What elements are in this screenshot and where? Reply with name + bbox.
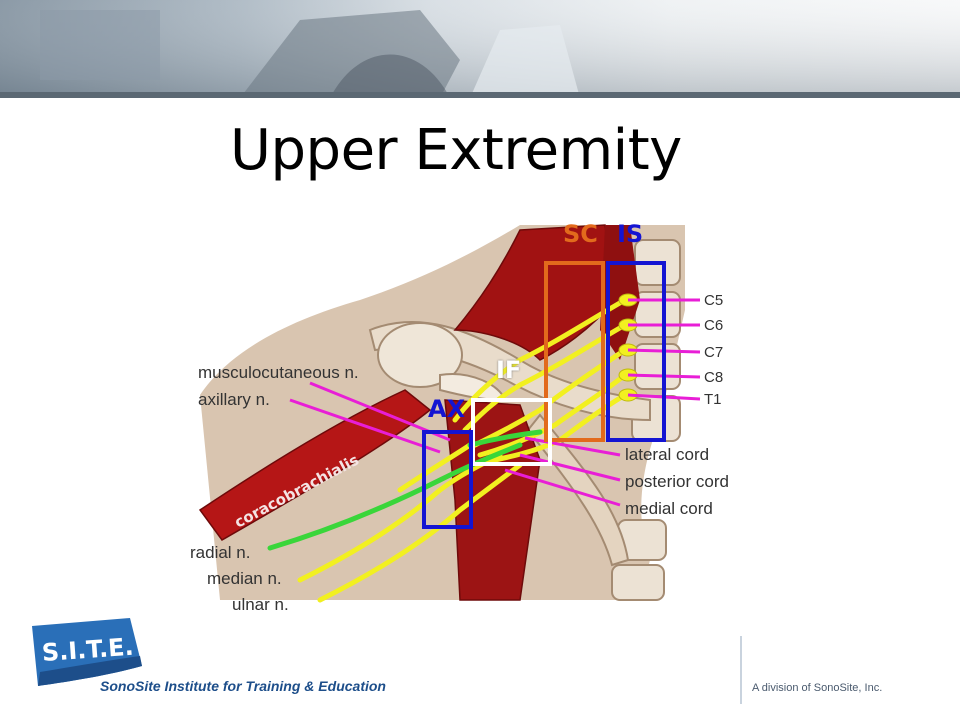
- is-block-label: IS: [617, 220, 644, 248]
- is-region-box: [606, 261, 666, 442]
- nerve-label-radial: radial n.: [190, 543, 250, 562]
- root-label-c8: C8: [704, 369, 723, 386]
- if-block-label: IF: [496, 356, 522, 384]
- root-label-group: C5 C6 C7 C8 T1: [704, 292, 723, 408]
- nerve-trunk-c7: [472, 347, 628, 448]
- nerve-label-musculocutaneous: musculocutaneous n.: [198, 363, 359, 382]
- pectoralis-minor: [444, 399, 541, 601]
- axillary-green-branch: [467, 429, 543, 448]
- institute-name: SonoSite Institute for Training & Educat…: [100, 678, 386, 694]
- site-logo: S.I.T.E.: [32, 618, 142, 686]
- logo-text: S.I.T.E.: [41, 633, 135, 667]
- root-label-c5: C5: [704, 292, 723, 309]
- pointer-axillary: [289, 398, 441, 454]
- pointer-posterior-cord: [519, 453, 621, 482]
- scalene-muscle: [453, 224, 616, 361]
- header-photo-banner: [0, 0, 960, 98]
- division-text: A division of SonoSite, Inc.: [752, 682, 883, 694]
- page-title: Upper Extremity: [230, 118, 682, 183]
- ax-block-label: AX: [428, 395, 466, 423]
- root-label-c6: C6: [704, 317, 723, 334]
- root-label-t1: T1: [704, 391, 722, 408]
- musculocutaneous-branch: [397, 442, 473, 493]
- ulnar-nerve: [317, 462, 523, 603]
- nerve-label-group: musculocutaneous n. axillary n. radial n…: [190, 363, 359, 614]
- cord-label-group: lateral cord posterior cord medial cord: [625, 445, 729, 518]
- cord-label-lateral: lateral cord: [625, 445, 709, 464]
- median-nerve: [297, 452, 503, 583]
- cord-label-posterior: posterior cord: [625, 472, 729, 491]
- first-rib: [526, 413, 630, 567]
- ax-region-box: [422, 430, 473, 529]
- sc-region-box: [544, 261, 605, 442]
- nerve-label-axillary: axillary n.: [198, 390, 270, 409]
- radial-nerve: [267, 442, 523, 551]
- nerve-trunk-c6: [462, 322, 628, 433]
- pointer-medial-cord: [504, 468, 621, 507]
- nerve-label-median: median n.: [207, 569, 282, 588]
- cord-label-medial: medial cord: [625, 499, 713, 518]
- sc-block-label: SC: [563, 220, 598, 248]
- humerus-head: [377, 322, 463, 388]
- root-label-c7: C7: [704, 344, 723, 361]
- footer-divider: [740, 636, 742, 704]
- nerve-label-ulnar: ulnar n.: [232, 595, 289, 614]
- green-nerves: [267, 429, 543, 551]
- pointer-lateral-cord: [524, 436, 621, 457]
